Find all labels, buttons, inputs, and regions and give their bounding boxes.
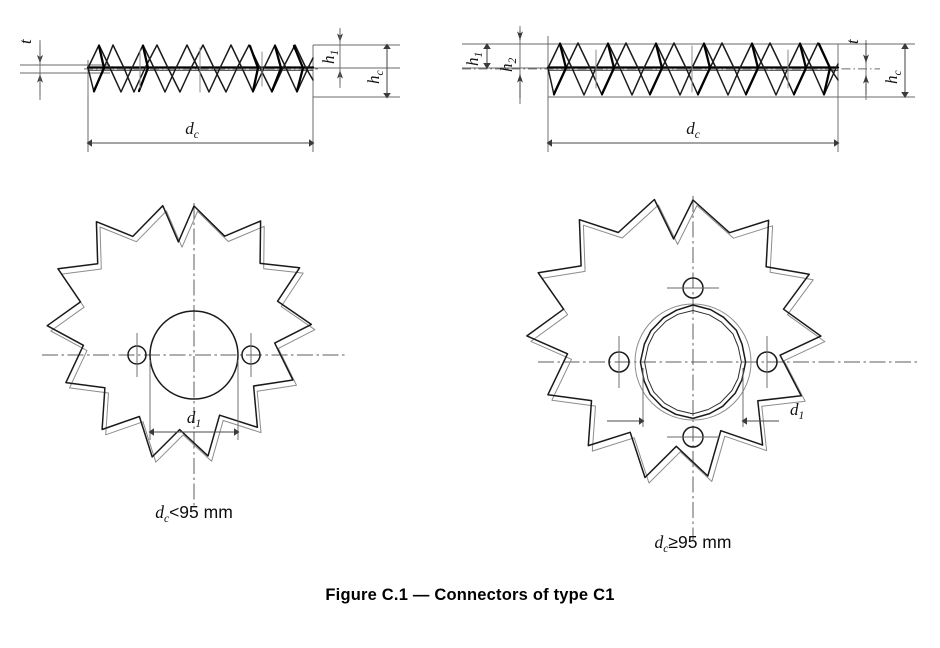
dimension-label-d1-small: d1 bbox=[187, 408, 201, 430]
plan-small-hole-right bbox=[241, 333, 261, 377]
plan-large-view-label: dc≥95 mm bbox=[655, 532, 732, 555]
plan-small-star-outline bbox=[46, 204, 316, 463]
dimension-hc-small: hc bbox=[364, 43, 391, 99]
plan-large-hole-left bbox=[608, 336, 630, 388]
dimension-label-h2-large: h2 bbox=[497, 58, 519, 73]
figure-caption: Figure C.1 — Connectors of type C1 bbox=[325, 586, 615, 604]
dimension-label-h1-large: h1 bbox=[463, 52, 485, 66]
dimension-label-dc-small: dc bbox=[185, 119, 199, 141]
dimension-h2-large: h2 bbox=[497, 26, 523, 104]
dimension-label-t-large: t bbox=[843, 38, 862, 44]
elevation-small-ticks bbox=[139, 47, 263, 93]
dimension-label-h1-small: h1 bbox=[319, 50, 341, 64]
dimension-dc-large: dc bbox=[546, 119, 840, 147]
dimension-label-t-small: t bbox=[16, 38, 35, 44]
plan-small-group: d1 dc<95 mm bbox=[42, 203, 345, 525]
elevation-small-group: t h1 hc dc bbox=[16, 28, 400, 152]
plan-large-hole-right bbox=[756, 336, 778, 388]
elevation-large-group: h1 h2 t hc bbox=[462, 26, 915, 152]
plan-large-hole-bottom bbox=[667, 426, 719, 448]
plan-large-central-bore bbox=[634, 303, 752, 421]
plan-small-hole-left bbox=[127, 333, 147, 377]
dimension-t-large: t bbox=[843, 38, 869, 100]
plan-large-group: d1 dc≥95 mm bbox=[526, 196, 918, 555]
dimension-dc-small: dc bbox=[86, 96, 315, 152]
dimension-label-dc-large: dc bbox=[686, 119, 700, 141]
dimension-label-hc-small: hc bbox=[364, 70, 386, 84]
dimension-hc-large: hc bbox=[882, 43, 909, 98]
plan-small-view-label: dc<95 mm bbox=[155, 502, 233, 525]
dimension-h1-small: h1 bbox=[319, 28, 343, 88]
plan-large-hole-top bbox=[667, 277, 719, 299]
dimension-t-small: t bbox=[16, 38, 43, 100]
plan-small-central-bore bbox=[149, 310, 239, 400]
plan-large-star-outline bbox=[526, 198, 826, 484]
dimension-h1-large: h1 bbox=[463, 43, 491, 69]
elevation-small-teeth bbox=[87, 44, 314, 93]
elevation-large-ticks bbox=[595, 45, 789, 93]
dimension-label-hc-large: hc bbox=[882, 70, 904, 84]
dimension-label-d1-large: d1 bbox=[790, 400, 804, 422]
